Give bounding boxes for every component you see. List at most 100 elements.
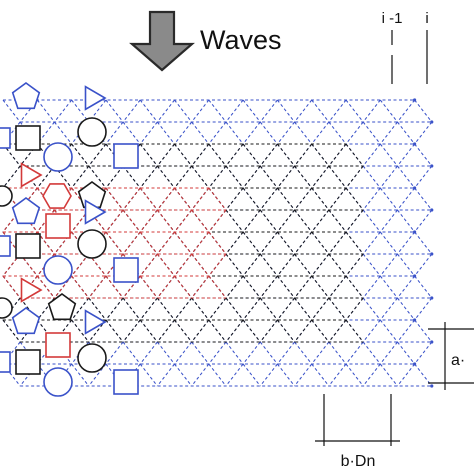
grid-vertex-dot (430, 164, 434, 168)
diagonal-grid-line (208, 209, 227, 233)
diagonal-grid-line (379, 121, 398, 145)
square-obstacle (0, 127, 11, 149)
diagonal-grid-line (208, 187, 227, 211)
diagonal-grid-line (71, 99, 90, 123)
diagonal-grid-line (54, 121, 73, 145)
spacing-vertical-label: a· (451, 352, 465, 369)
diagonal-grid-line (362, 253, 381, 277)
diagonal-grid-line (294, 187, 313, 211)
diagonal-grid-line (328, 253, 347, 277)
diagonal-grid-line (345, 253, 364, 277)
diagonal-grid-line (225, 209, 244, 233)
diagonal-grid-line (276, 121, 295, 145)
diagonal-grid-line (311, 319, 330, 343)
diagonal-grid-line (225, 363, 244, 387)
diagonal-grid-line (276, 209, 295, 233)
diagonal-grid-line (379, 363, 398, 387)
diagonal-grid-line (156, 319, 175, 343)
diagonal-grid-line (225, 99, 244, 123)
obstacle-shapes (0, 82, 139, 397)
triangle-obstacle (84, 199, 107, 225)
diagonal-grid-line (259, 165, 278, 189)
diagonal-grid-line (294, 253, 313, 277)
diagonal-grid-line (174, 297, 193, 321)
diagonal-grid-line (259, 99, 278, 123)
diagonal-grid-line (276, 253, 295, 277)
diagonal-grid-line (242, 275, 261, 299)
diagonal-grid-line (156, 121, 175, 145)
diagonal-grid-line (208, 121, 227, 145)
diagonal-grid-line (225, 187, 244, 211)
diagonal-grid-line (225, 341, 244, 365)
diagonal-grid-line (259, 275, 278, 299)
diagonal-grid-line (139, 99, 158, 123)
grid-vertex-dot (430, 340, 434, 344)
diagonal-grid-line (242, 297, 261, 321)
triangular-grid (2, 99, 433, 387)
diagonal-grid-line (225, 143, 244, 167)
diagonal-grid-line (379, 297, 398, 321)
grid-vertex-dot (413, 230, 417, 234)
diagonal-grid-line (225, 275, 244, 299)
diagonal-grid-line (174, 99, 193, 123)
diagonal-grid-line (71, 275, 90, 299)
square-obstacle (15, 349, 41, 375)
diagonal-grid-line (36, 297, 55, 321)
diagonal-grid-line (328, 209, 347, 233)
diagonal-grid-line (294, 363, 313, 387)
diagonal-grid-line (122, 99, 141, 123)
circle-obstacle (0, 297, 13, 319)
diagonal-grid-line (122, 231, 141, 255)
grid-vertex-dot (413, 186, 417, 190)
grid-vertex-dot (430, 296, 434, 300)
diagonal-grid-line (328, 341, 347, 365)
diagonal-grid-line (276, 231, 295, 255)
diagonal-grid-line (36, 231, 55, 255)
diagonal-grid-line (2, 319, 21, 343)
diagonal-grid-line (174, 187, 193, 211)
grid-vertex-dot (413, 142, 417, 146)
diagonal-grid-line (294, 143, 313, 167)
diagonal-grid-line (345, 165, 364, 189)
diagonal-grid-line (2, 363, 21, 387)
diagonal-grid-line (259, 209, 278, 233)
diagonal-grid-line (191, 275, 210, 299)
diagonal-grid-line (397, 165, 416, 189)
diagonal-grid-line (191, 209, 210, 233)
diagonal-grid-line (311, 297, 330, 321)
pentagon-obstacle (77, 181, 107, 209)
diagonal-grid-line (71, 253, 90, 277)
circle-obstacle (77, 229, 107, 259)
diagonal-grid-line (36, 99, 55, 123)
diagonal-grid-line (328, 319, 347, 343)
diagonal-grid-line (379, 319, 398, 343)
diagonal-grid-line (397, 231, 416, 255)
diagonal-grid-line (397, 187, 416, 211)
diagonal-grid-line (105, 99, 124, 123)
diagonal-grid-line (362, 275, 381, 299)
diagonal-grid-line (88, 253, 107, 277)
diagonal-grid-line (345, 121, 364, 145)
diagonal-grid-line (362, 231, 381, 255)
diagonal-grid-line (294, 121, 313, 145)
diagonal-grid-line (362, 319, 381, 343)
diagonal-grid-line (242, 341, 261, 365)
diagonal-grid-line (379, 99, 398, 123)
diagonal-grid-line (36, 275, 55, 299)
diagonal-grid-line (276, 165, 295, 189)
diagonal-grid-line (276, 143, 295, 167)
diagonal-grid-line (294, 231, 313, 255)
square-obstacle (113, 369, 139, 395)
diagonal-grid-line (225, 231, 244, 255)
diagonal-grid-line (122, 341, 141, 365)
diagonal-grid-line (191, 341, 210, 365)
diagonal-grid-line (105, 231, 124, 255)
circle-obstacle (0, 185, 13, 207)
diagonal-grid-line (54, 99, 73, 123)
diagonal-grid-line (242, 143, 261, 167)
diagonal-grid-line (191, 319, 210, 343)
diagonal-grid-line (311, 341, 330, 365)
diagonal-grid-line (328, 231, 347, 255)
diagonal-grid-line (379, 187, 398, 211)
diagonal-grid-line (105, 319, 124, 343)
